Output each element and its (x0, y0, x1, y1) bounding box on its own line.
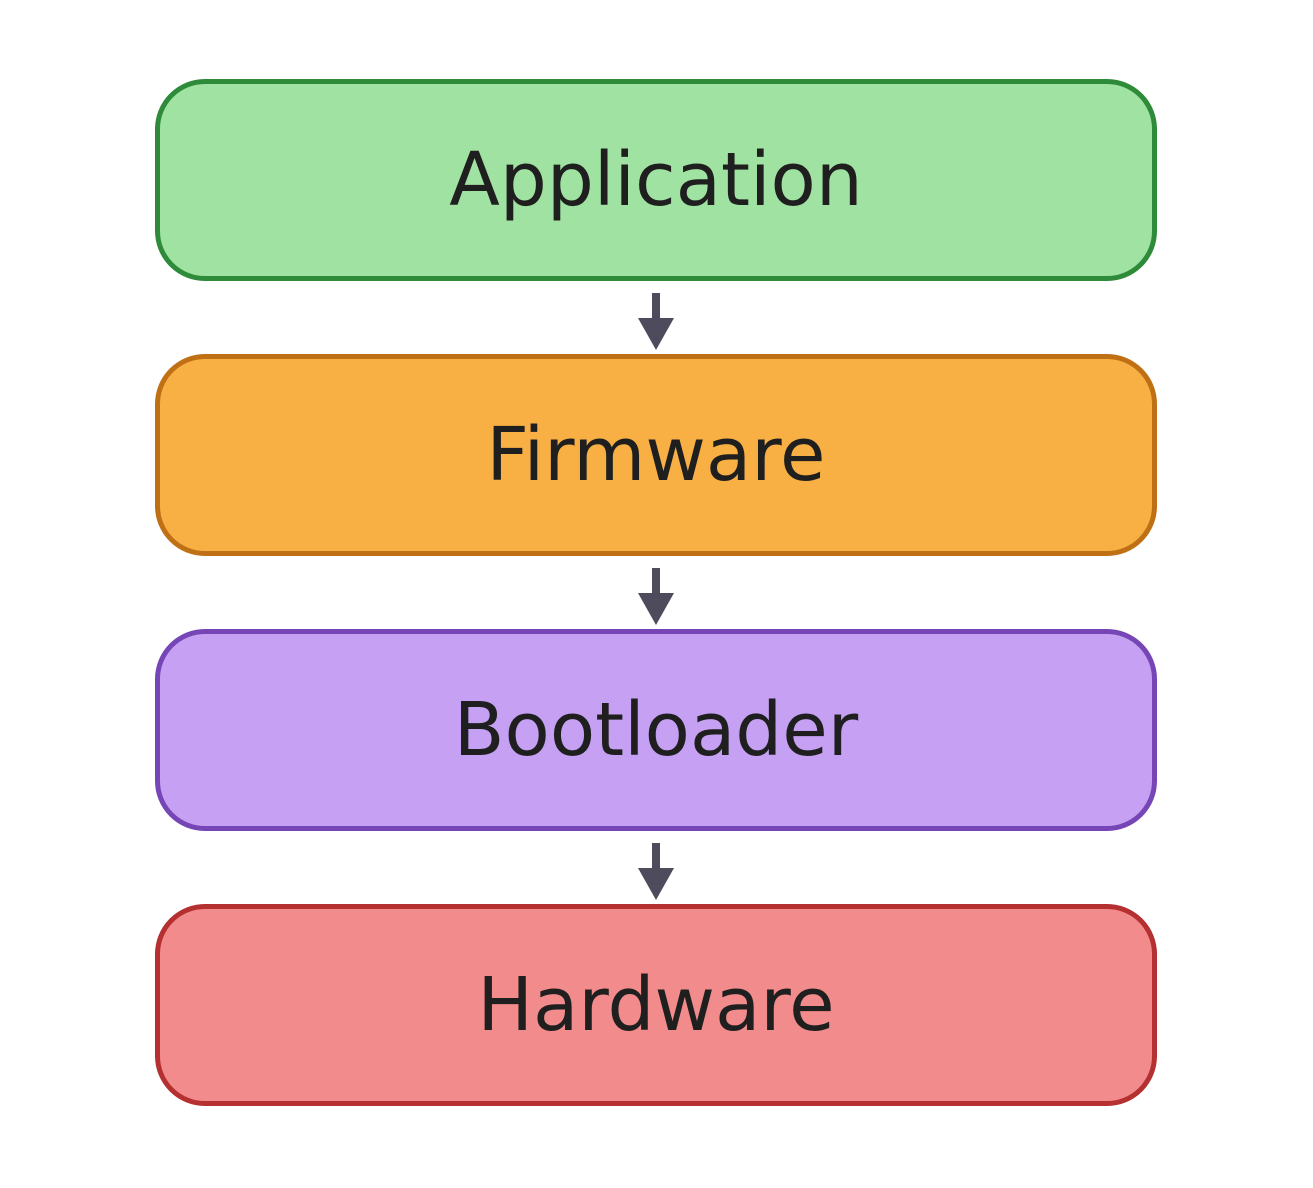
arrow-down-icon (638, 843, 674, 900)
layer-label: Hardware (477, 962, 835, 1048)
layer-firmware: Firmware (155, 354, 1157, 556)
layer-label: Bootloader (453, 687, 859, 773)
arrow-down-icon (638, 293, 674, 350)
layer-label: Firmware (486, 412, 826, 498)
layer-application: Application (155, 79, 1157, 281)
layer-label: Application (449, 137, 863, 223)
layer-hardware: Hardware (155, 904, 1157, 1106)
layer-bootloader: Bootloader (155, 629, 1157, 831)
arrow-down-icon (638, 568, 674, 625)
